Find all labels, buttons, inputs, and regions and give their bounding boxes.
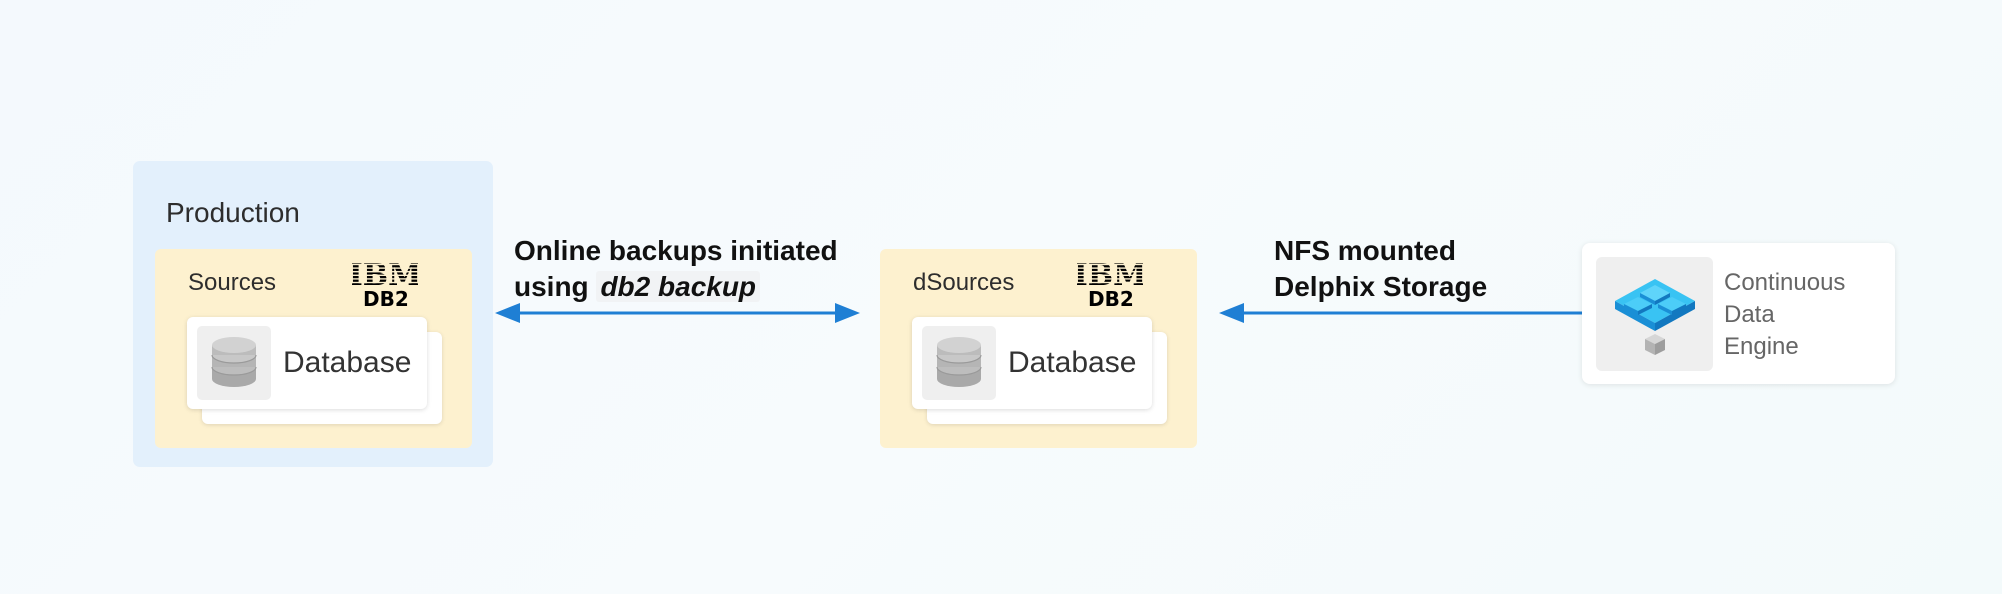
db2-label: DB2 (1088, 287, 1134, 311)
arrowhead-right (835, 303, 860, 323)
nfs-annotation: NFS mounted Delphix Storage (1274, 233, 1487, 305)
ibm-logo-text: IBM (1077, 258, 1143, 288)
online-backup-prefix: using (514, 271, 597, 302)
database-card: Database (187, 317, 427, 409)
engine-label-line3: Engine (1724, 333, 1799, 360)
sources-box: Sources IBM DB2 D (155, 249, 472, 448)
engine-label-line2: Data (1724, 301, 1775, 328)
dsources-label: dSources (913, 269, 1015, 296)
database-card: Database (912, 317, 1152, 409)
db2-label: DB2 (363, 287, 409, 311)
database-label: Database (283, 346, 412, 379)
database-label: Database (1008, 346, 1137, 379)
arrowhead-nfs (1219, 303, 1244, 323)
production-title: Production (166, 197, 300, 228)
ibm-logo-text: IBM (352, 258, 418, 288)
continuous-data-engine-label: Continuous Data Engine (1724, 267, 1845, 363)
online-backup-line1: Online backups initiated (514, 235, 838, 266)
nfs-line2: Delphix Storage (1274, 271, 1488, 302)
database-icon (197, 326, 271, 400)
sources-label: Sources (188, 269, 277, 296)
continuous-data-engine-card: Continuous Data Engine (1582, 243, 1895, 384)
ibm-logo-icon: IBM (1077, 258, 1143, 288)
arrowhead-left (495, 303, 520, 323)
online-backup-line2: using db2 backup (514, 269, 838, 305)
dsources-box: dSources IBM DB2 (880, 249, 1197, 448)
nfs-line1: NFS mounted (1274, 235, 1456, 266)
online-backup-annotation: Online backups initiated using db2 backu… (514, 233, 838, 305)
db2-backup-command: db2 backup (596, 271, 761, 302)
database-icon (922, 326, 996, 400)
engine-label-line1: Continuous (1724, 269, 1846, 296)
ibm-logo-icon: IBM (352, 258, 418, 288)
delphix-engine-icon (1596, 257, 1713, 371)
